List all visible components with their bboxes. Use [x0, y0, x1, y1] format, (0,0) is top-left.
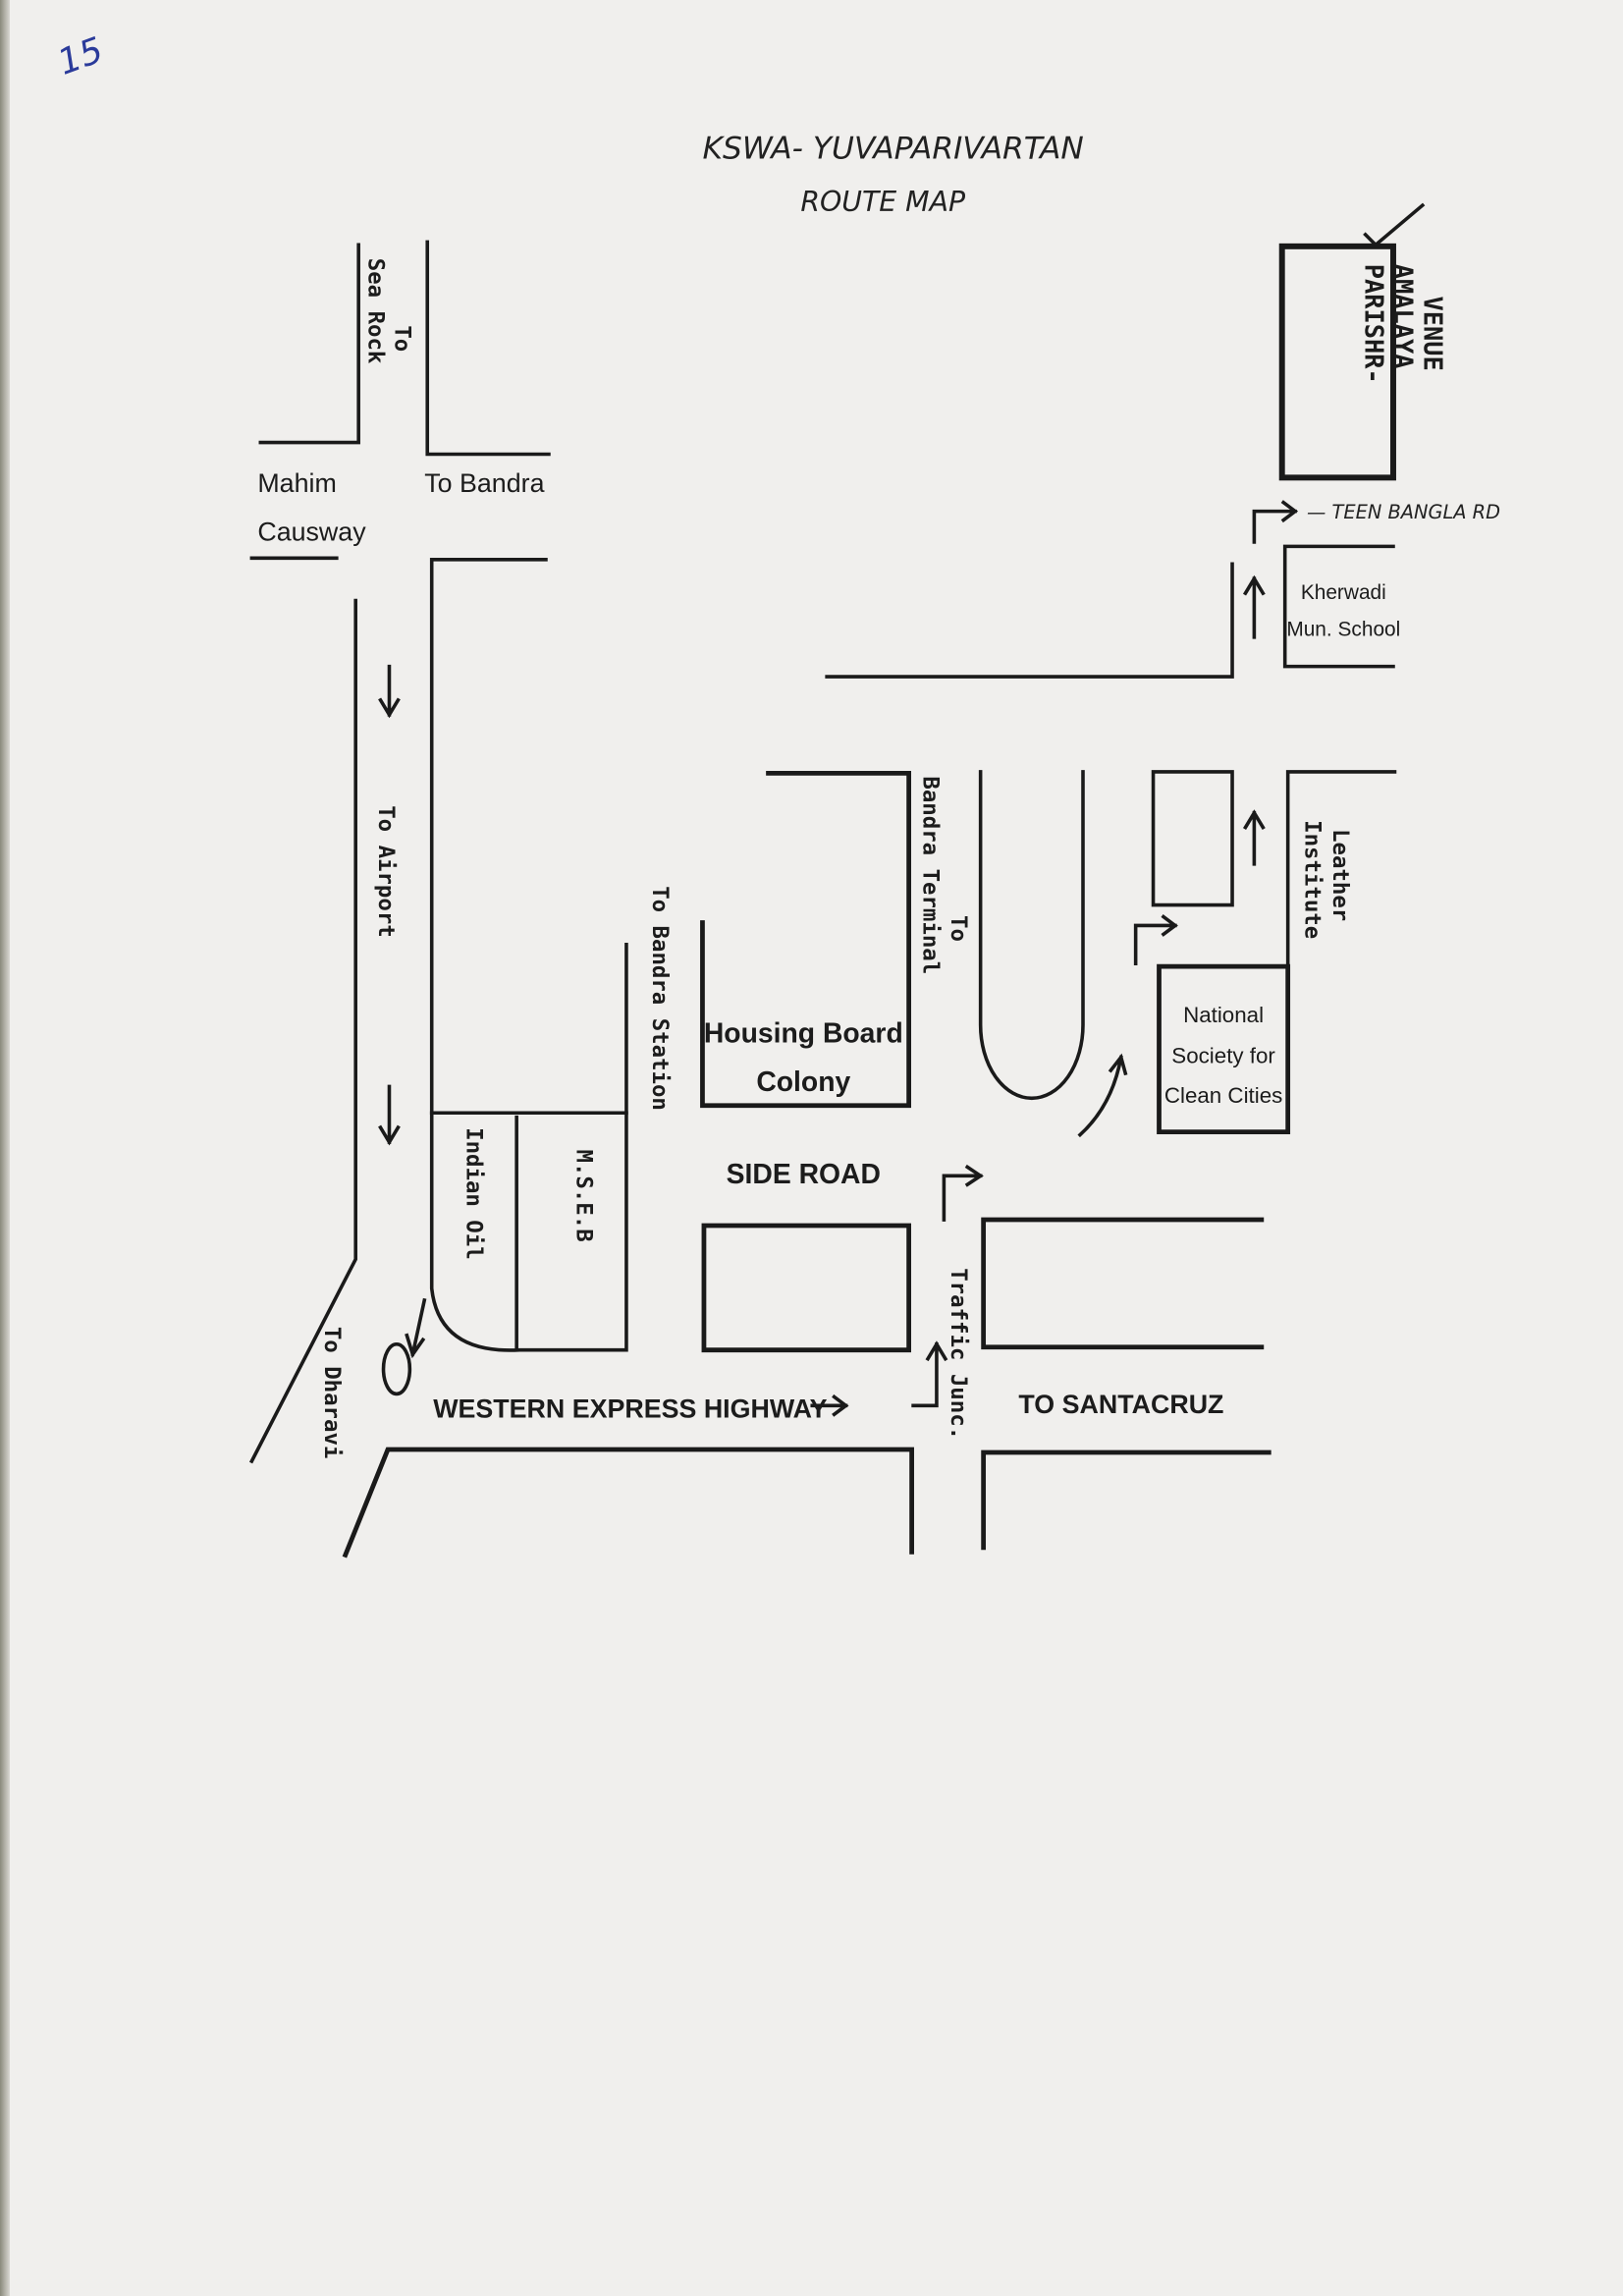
label-mahim: Mahim: [257, 468, 336, 498]
label-to-bandra-terminal-1: To: [946, 915, 971, 942]
label-to-bandra: To Bandra: [424, 468, 544, 498]
arrow-turn-up-icon: [911, 1340, 948, 1408]
venue-label: PARISHR- AMALAYA VENUE: [1360, 264, 1448, 384]
map-title: KSWA- YUVAPARIVARTAN: [702, 131, 1083, 166]
label-leather: Leather: [1327, 829, 1353, 921]
label-causway: Causway: [257, 517, 366, 546]
arrow-turn-right-icon: [1133, 913, 1178, 965]
arrow-turn-right-icon: [942, 1164, 984, 1222]
svg-text:AMALAYA: AMALAYA: [1388, 264, 1418, 369]
label-indian-oil: Indian Oil: [460, 1127, 486, 1260]
label-to-sea-rock-1: To: [389, 325, 414, 352]
arrow-up-icon: [1242, 809, 1266, 866]
label-kherwadi: Kherwadi: [1301, 581, 1386, 604]
label-nscc-2: Society for: [1171, 1044, 1275, 1068]
arrow-curve-icon: [1077, 1053, 1128, 1138]
label-side-road: SIDE ROAD: [727, 1159, 881, 1190]
label-western-express-highway: WESTERN EXPRESS HIGHWAY: [433, 1394, 827, 1423]
label-bandra-terminal: Bandra Terminal: [918, 776, 944, 974]
label-institute: Institute: [1300, 820, 1325, 939]
map-subtitle: ROUTE MAP: [800, 186, 966, 218]
label-sea-rock: Sea Rock: [363, 258, 389, 364]
arrow-down-icon: [378, 1084, 401, 1146]
label-mseb: M.S.E.B: [570, 1149, 596, 1241]
svg-text:VENUE: VENUE: [1418, 297, 1447, 371]
arrow-down-icon: [405, 1297, 427, 1359]
svg-text:PARISHR-: PARISHR-: [1360, 264, 1389, 384]
arrow-up-icon: [1242, 574, 1266, 639]
label-mun-school: Mun. School: [1286, 618, 1400, 640]
arrow-right-icon: [810, 1394, 849, 1417]
direction-arrows: [378, 202, 1426, 1417]
page-number: 15: [53, 30, 109, 83]
label-to-dharavi: To Dharavi: [319, 1327, 345, 1459]
label-colony: Colony: [756, 1066, 850, 1098]
label-teen-bangla-rd: — TEEN BANGLA RD: [1307, 501, 1500, 523]
roundabout-circle: [381, 1341, 412, 1396]
label-nscc-1: National: [1183, 1003, 1264, 1027]
label-to-airport: To Airport: [373, 805, 399, 938]
label-nscc-3: Clean Cities: [1164, 1083, 1282, 1108]
arrow-turn-right-icon: [1252, 500, 1299, 544]
checkmark-icon: [1363, 202, 1426, 247]
arrow-down-icon: [378, 664, 401, 719]
label-to-santacruz: TO SANTACRUZ: [1018, 1390, 1223, 1419]
label-traffic-junc: Traffic Junc.: [946, 1268, 971, 1440]
venue-box: [1278, 243, 1396, 481]
label-to-bandra-station: To Bandra Station: [647, 886, 673, 1111]
label-housing-board: Housing Board: [704, 1018, 903, 1050]
roads: [248, 240, 1397, 1558]
